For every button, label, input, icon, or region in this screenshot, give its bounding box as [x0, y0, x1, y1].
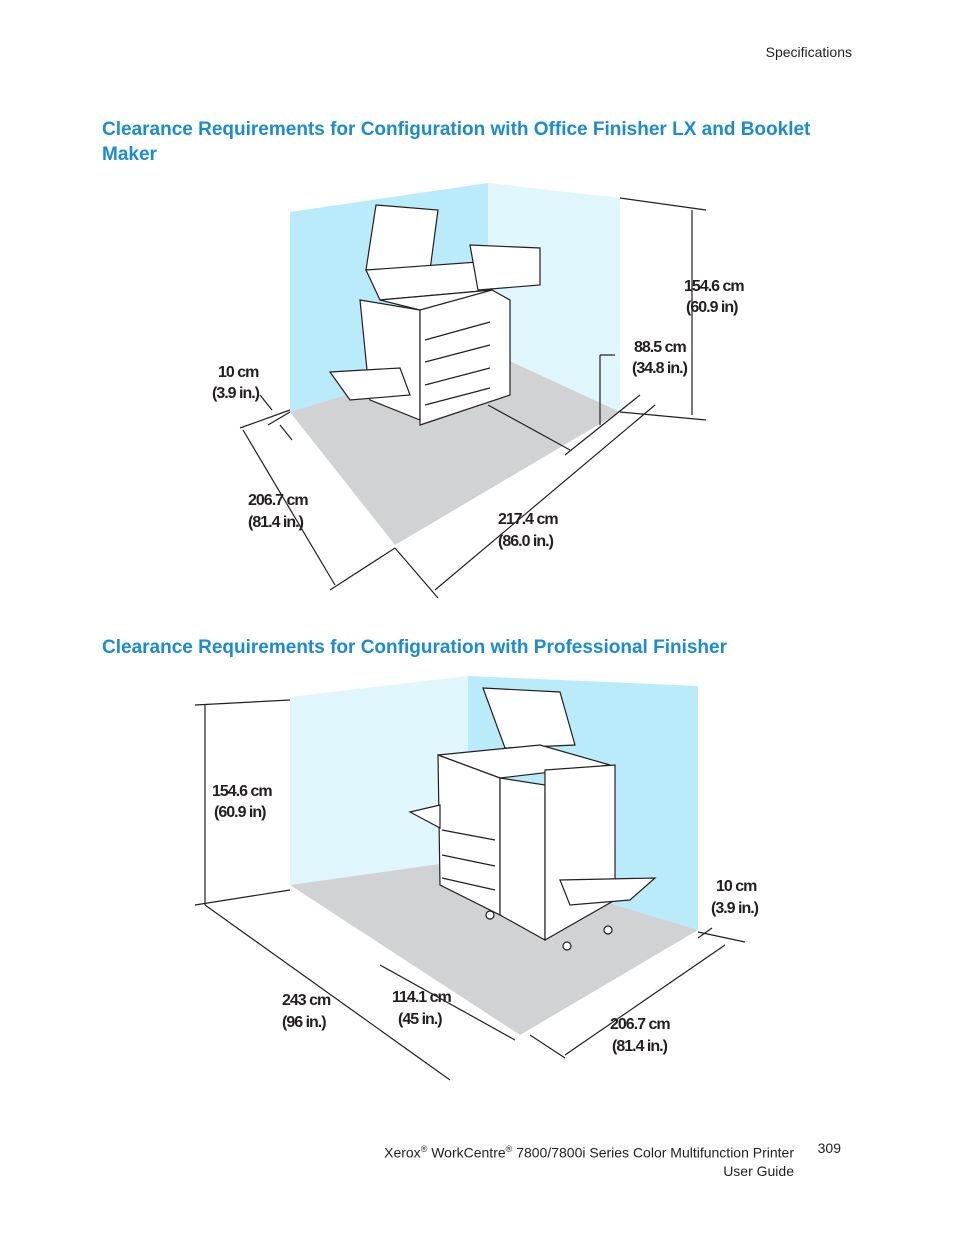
footer-guide: User Guide: [723, 1162, 794, 1179]
fig2-depth-in: (81.4 in.): [612, 1038, 668, 1055]
footer-product-line: Xerox® WorkCentre® 7800/7800i Series Col…: [384, 1140, 794, 1162]
fig1-right-in: (86.0 in.): [498, 533, 554, 550]
back-wall: [488, 183, 620, 412]
fig2-clear-cm: 10 cm: [716, 878, 757, 895]
footer-product: WorkCentre: [431, 1144, 506, 1161]
footer-model: 7800/7800i Series Color Multifunction Pr…: [516, 1144, 794, 1161]
fig1-clear-cm: 10 cm: [218, 364, 259, 381]
fig1-left-cm: 206.7 cm: [248, 492, 308, 509]
footer-brand: Xerox: [384, 1144, 421, 1161]
fig2-width-cm: 243 cm: [282, 992, 331, 1009]
clearance-diagram-professional-finisher: 154.6 cm (60.9 in) 10 cm (3.9 in.) 243 c…: [194, 676, 760, 1081]
clearance-diagram-office-finisher: 154.6 cm (60.9 in) 88.5 cm (34.8 in.) 10…: [212, 183, 745, 599]
fig2-clear-in: (3.9 in.): [711, 900, 759, 917]
fig2-inner-cm: 114.1 cm: [392, 989, 452, 1006]
fig1-height-in: (60.9 in): [686, 299, 738, 316]
fig1-height-cm: 154.6 cm: [684, 278, 744, 295]
fig1-right-cm: 217.4 cm: [498, 511, 558, 528]
fig2-width-in: (96 in.): [282, 1014, 326, 1031]
running-header: Specifications: [765, 44, 852, 60]
fig2-inner-in: (45 in.): [398, 1011, 442, 1028]
section-heading-professional-finisher: Clearance Requirements for Configuration…: [102, 637, 727, 658]
fig2-height-cm: 154.6 cm: [212, 783, 272, 800]
fig2-height-in: (60.9 in): [214, 804, 266, 821]
fig1-clear-in: (3.9 in.): [212, 385, 260, 402]
page-footer: Xerox® WorkCentre® 7800/7800i Series Col…: [384, 1140, 794, 1180]
fig1-depth-in: (34.8 in.): [632, 360, 688, 377]
page-number: 309: [817, 1140, 841, 1156]
registered-mark: ®: [505, 1144, 513, 1154]
left-wall: [290, 676, 468, 885]
fig2-depth-cm: 206.7 cm: [610, 1016, 670, 1033]
fig1-depth-cm: 88.5 cm: [634, 339, 686, 356]
registered-mark: ®: [420, 1144, 428, 1154]
section-heading-office-finisher: Clearance Requirements for Configuration…: [102, 119, 811, 165]
printer-illustration: [408, 687, 657, 951]
fig1-left-in: (81.4 in.): [248, 514, 304, 531]
printer-illustration: [328, 204, 541, 426]
